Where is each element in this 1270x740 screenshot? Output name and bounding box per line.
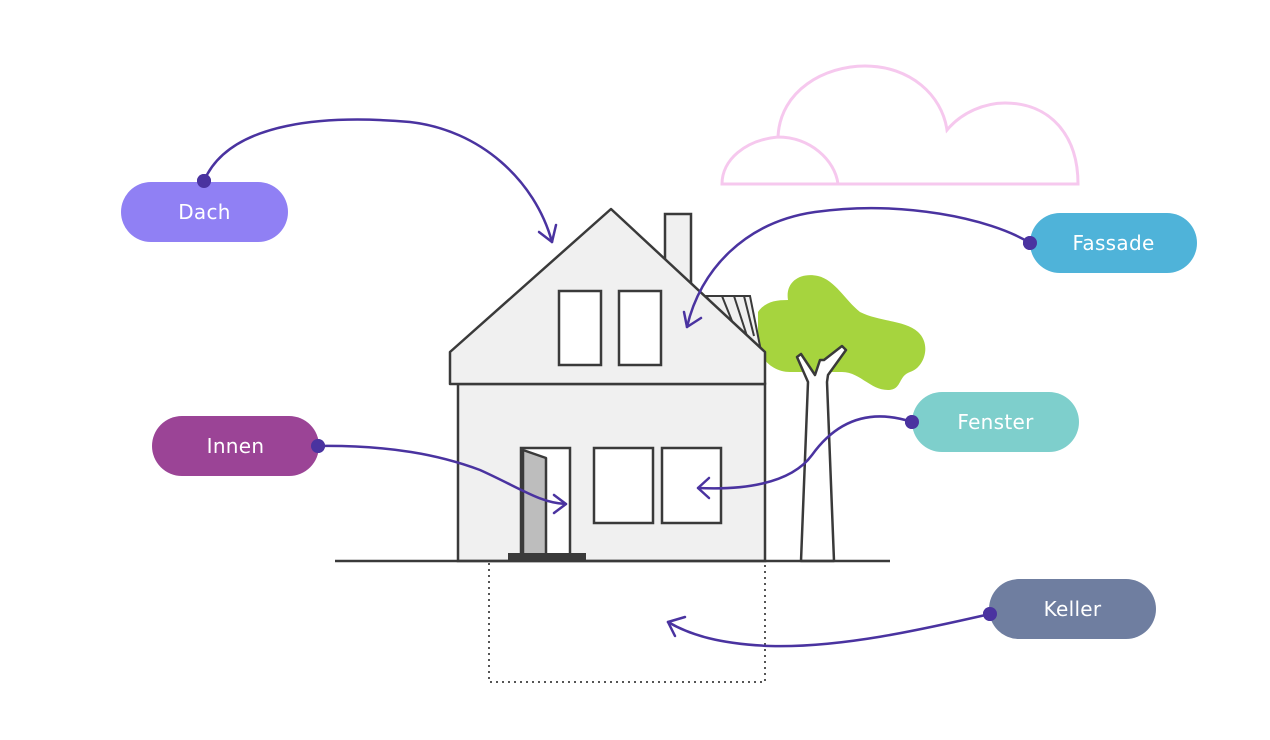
basement-outline xyxy=(488,563,766,683)
label-fassade-text: Fassade xyxy=(1072,231,1155,255)
window-left xyxy=(592,446,655,525)
arrow-dach xyxy=(202,118,554,244)
arrow-keller xyxy=(666,612,992,648)
door-step xyxy=(508,553,586,561)
label-fenster-text: Fenster xyxy=(957,410,1034,434)
tree-trunk xyxy=(795,344,848,563)
label-keller[interactable]: Keller xyxy=(989,579,1156,639)
door-panel xyxy=(521,448,548,557)
arrow-innen-head xyxy=(552,493,568,515)
arrow-fassade xyxy=(685,206,1032,329)
house-roof xyxy=(448,207,767,386)
arrow-keller-head xyxy=(666,615,687,638)
arrow-fenster xyxy=(696,415,914,490)
arrow-fassade-head xyxy=(682,310,703,329)
tree-foliage xyxy=(758,275,926,390)
upper-window-right xyxy=(617,289,663,367)
label-innen-text: Innen xyxy=(206,434,265,458)
label-innen[interactable]: Innen xyxy=(152,416,319,476)
label-fassade[interactable]: Fassade xyxy=(1030,213,1197,273)
label-keller-text: Keller xyxy=(1043,597,1102,621)
cloud xyxy=(720,64,1080,186)
arrow-fenster-head xyxy=(696,476,711,500)
window-right xyxy=(660,446,723,525)
upper-window-left xyxy=(557,289,603,367)
arrow-dach-head xyxy=(537,223,558,244)
arrow-innen xyxy=(316,444,568,506)
label-dach-text: Dach xyxy=(178,200,231,224)
label-dach[interactable]: Dach xyxy=(121,182,288,242)
label-fenster[interactable]: Fenster xyxy=(912,392,1079,452)
